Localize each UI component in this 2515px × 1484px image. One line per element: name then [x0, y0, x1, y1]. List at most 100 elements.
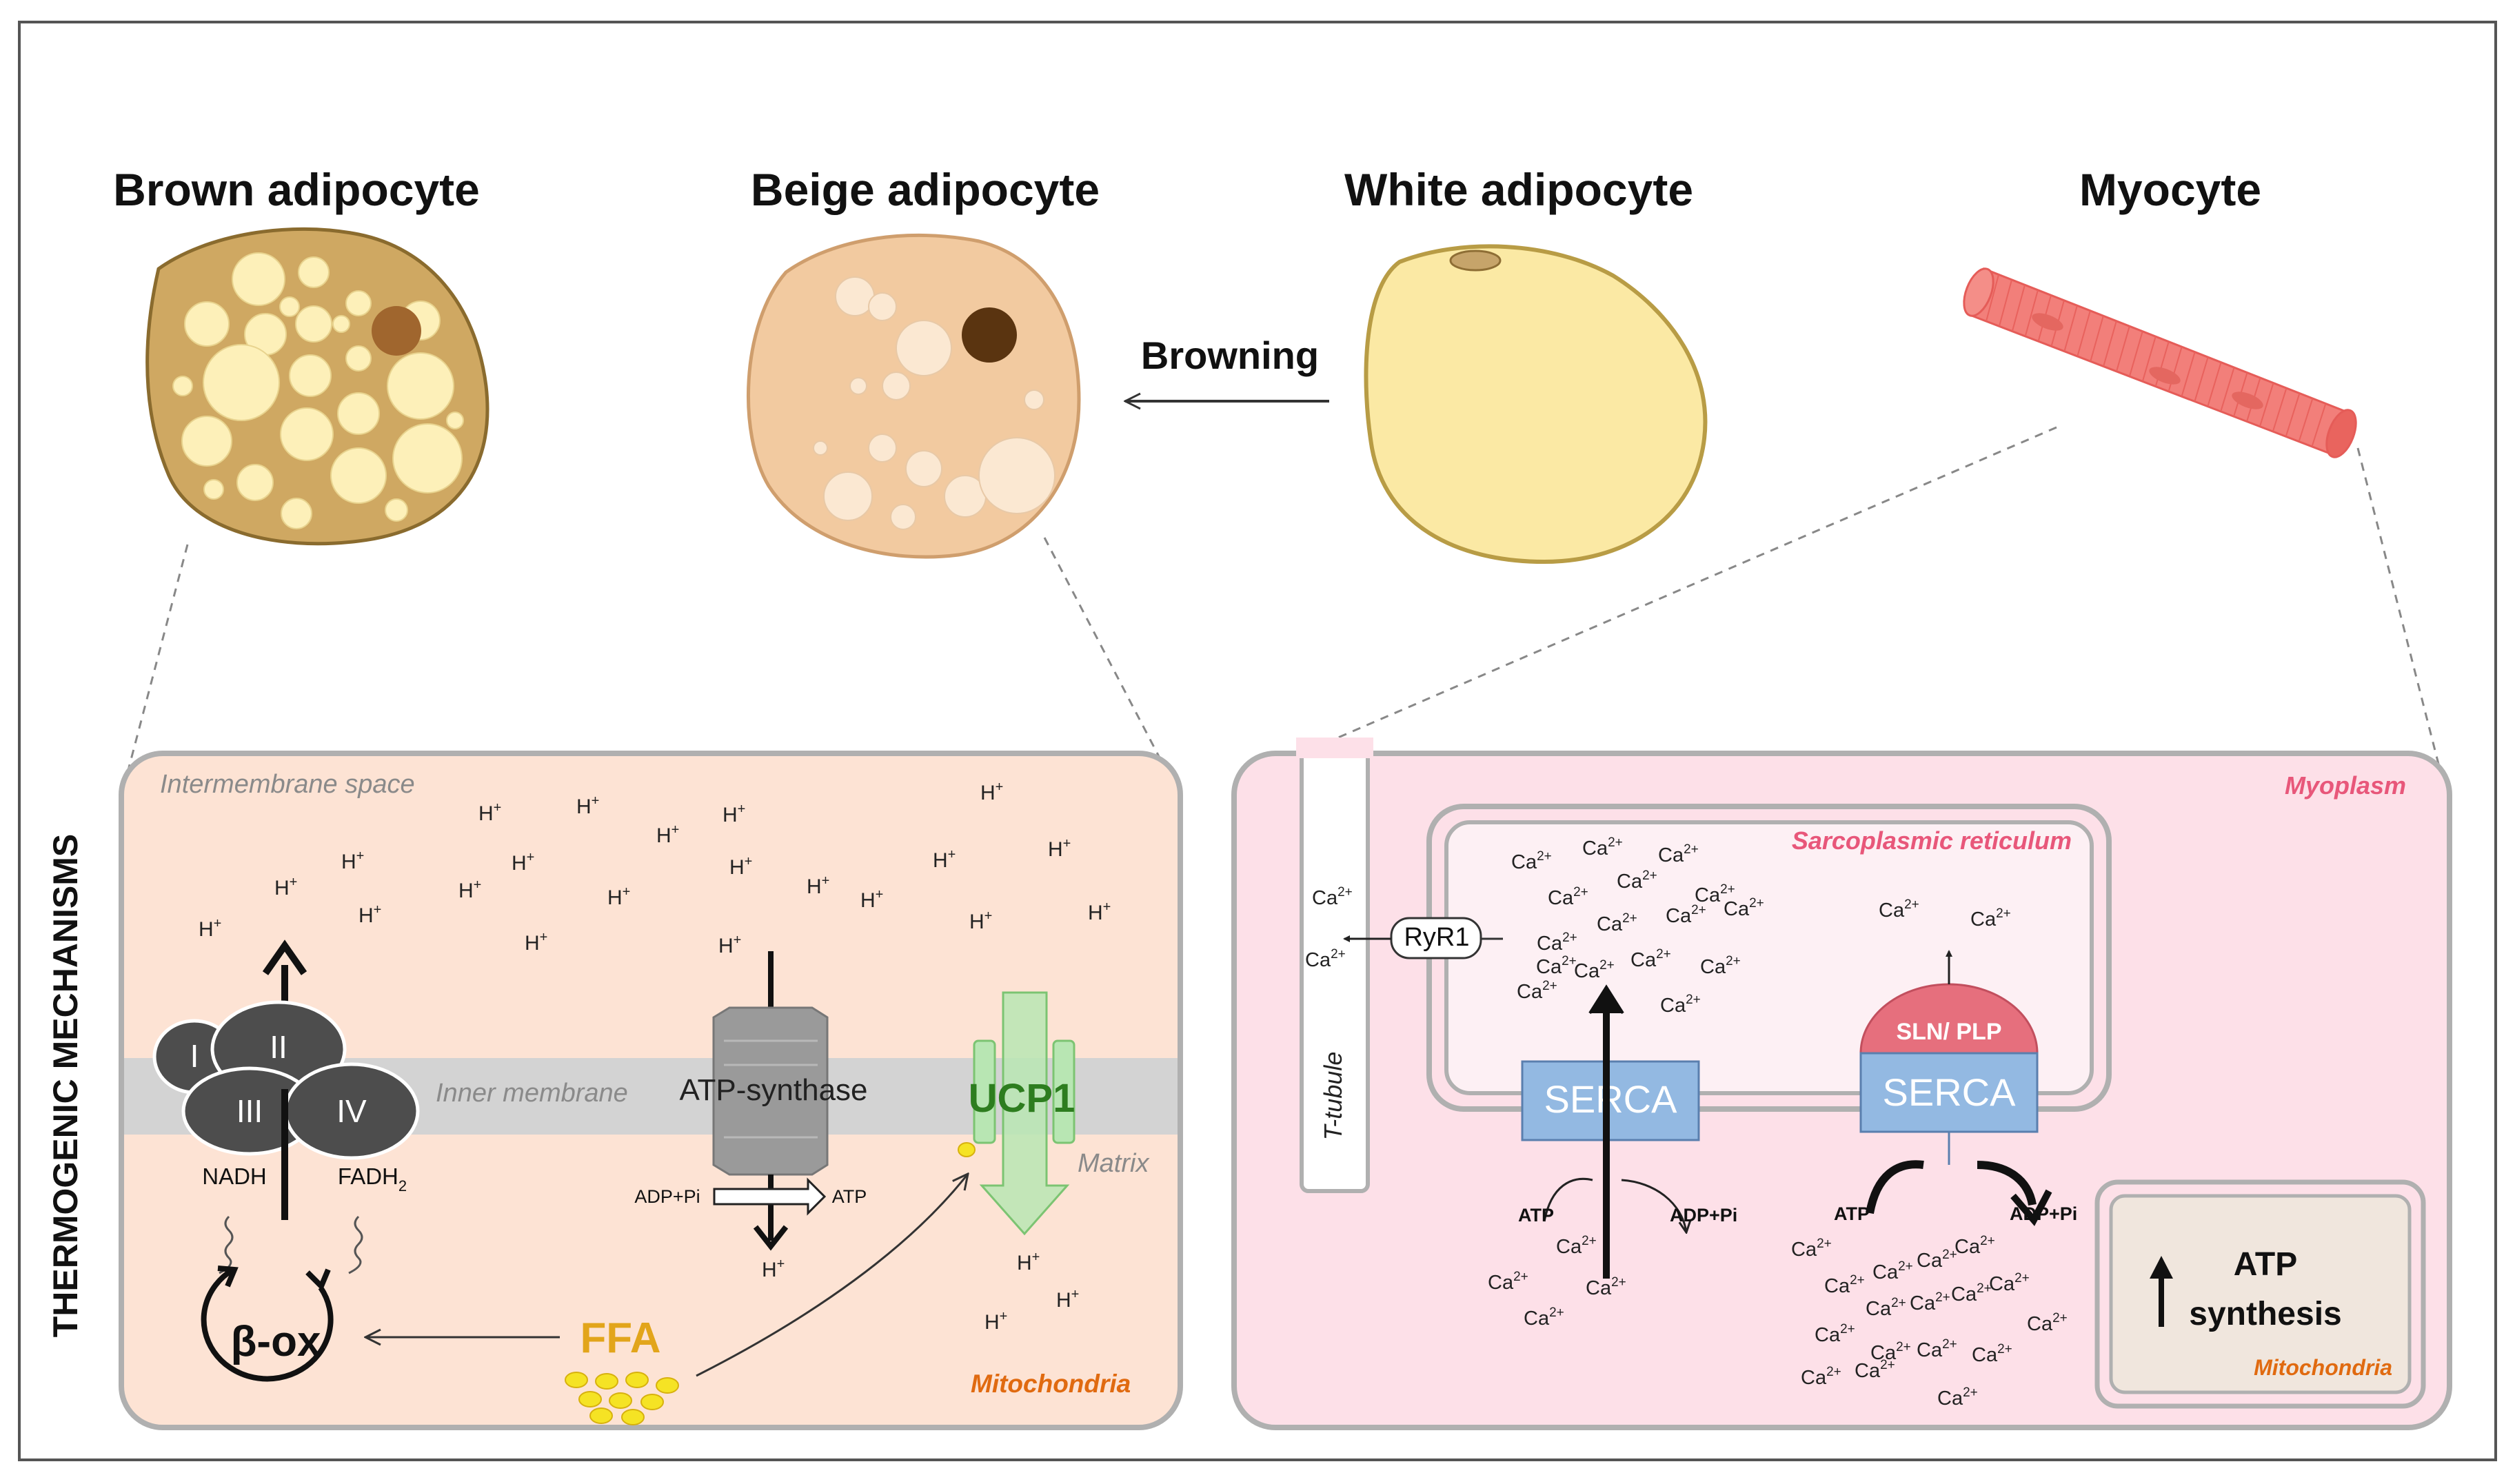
- calcium-ion-label: Ca2+: [1879, 897, 1919, 922]
- calcium-ion-label: Ca2+: [1824, 1273, 1865, 1297]
- calcium-ion-label: Ca2+: [1815, 1322, 1855, 1346]
- mitochondria-label-left: Mitochondria: [971, 1370, 1131, 1398]
- calcium-ion-label: Ca2+: [1511, 849, 1552, 873]
- proton-label: H+: [341, 848, 364, 873]
- complex-iii-label: III: [236, 1093, 263, 1129]
- calcium-ion-label: Ca2+: [1660, 993, 1701, 1017]
- proton-label: H+: [762, 1257, 785, 1281]
- browning-label: Browning: [1141, 334, 1319, 377]
- calcium-ion-label: Ca2+: [1574, 958, 1615, 982]
- white-adipocyte-cell: [1364, 244, 1708, 565]
- complex-iv-label: IV: [336, 1093, 367, 1129]
- nadh-label: NADH: [202, 1163, 267, 1189]
- serca-pump-2: SLN/ PLP SERCA ATP ADP+Pi: [1834, 950, 2077, 1226]
- calcium-ion-label: Ca2+: [1989, 1271, 2030, 1295]
- calcium-ion-label: Ca2+: [1866, 1296, 1906, 1320]
- proton-label: H+: [969, 908, 992, 933]
- myoplasm-label: Myoplasm: [2285, 771, 2406, 800]
- calcium-ion-label: Ca2+: [1305, 947, 1346, 971]
- serca-1-atp-label: ATP: [1518, 1205, 1554, 1226]
- calcium-ion-label: Ca2+: [1791, 1237, 1832, 1261]
- intermembrane-space-label: Intermembrane space: [160, 770, 415, 799]
- beige-adipocyte-cell: [746, 233, 1081, 559]
- proton-label: H+: [607, 884, 630, 909]
- myocyte-cell: [1963, 267, 2357, 458]
- white-adipocyte-title: White adipocyte: [1344, 164, 1693, 215]
- proton-label: H+: [525, 930, 547, 955]
- ucp1-channel: UCP1: [958, 991, 1075, 1236]
- proton-label: H+: [980, 780, 1003, 804]
- proton-label: H+: [458, 877, 481, 902]
- calcium-ion-label: Ca2+: [1972, 1342, 2012, 1366]
- ffa-droplets: [565, 1372, 679, 1425]
- matrix-label: Matrix: [1078, 1149, 1150, 1178]
- proton-label: H+: [718, 933, 741, 957]
- ryr1-channel: RyR1: [1343, 917, 1503, 959]
- calcium-ion-label: Ca2+: [2027, 1311, 2068, 1335]
- proton-label: H+: [199, 916, 221, 941]
- proton-label: H+: [478, 800, 501, 825]
- beige-adipocyte-title: Beige adipocyte: [751, 164, 1100, 215]
- atp-synthase: ATP-synthase ADP+Pi ATP: [634, 951, 868, 1251]
- proton-label: H+: [860, 887, 883, 912]
- atp-synthesis-label-2: synthesis: [2189, 1296, 2341, 1332]
- serca-1-label: SERCA: [1544, 1077, 1678, 1121]
- mitochondria-panel: Intermembrane space Inner membrane Matri…: [119, 751, 1183, 1430]
- calcium-ion-label: Ca2+: [1917, 1337, 1957, 1361]
- ffa-label: FFA: [580, 1314, 660, 1362]
- calcium-ion-label: Ca2+: [1488, 1270, 1528, 1294]
- calcium-ion-label: Ca2+: [1630, 947, 1671, 971]
- beta-oxidation-cycle: β-ox: [201, 1266, 334, 1382]
- calcium-ion-label: Ca2+: [1910, 1290, 1950, 1314]
- proton-label: H+: [723, 802, 745, 826]
- calcium-labels: Ca2+Ca2+Ca2+Ca2+Ca2+Ca2+Ca2+Ca2+Ca2+Ca2+…: [1305, 835, 2068, 1410]
- proton-label: H+: [807, 873, 829, 898]
- proton-label: H+: [933, 847, 956, 872]
- calcium-ion-label: Ca2+: [1937, 1385, 1978, 1410]
- fadh2-squiggle: [348, 1215, 363, 1274]
- calcium-ion-label: Ca2+: [1517, 979, 1557, 1003]
- calcium-ion-label: Ca2+: [1536, 954, 1577, 978]
- calcium-ion-label: Ca2+: [1586, 1275, 1626, 1299]
- atp-synthase-label: ATP-synthase: [679, 1073, 867, 1107]
- proton-label: H+: [1048, 836, 1071, 861]
- mitochondria-label-right: Mitochondria: [2254, 1355, 2392, 1380]
- proton-labels: H+ H+ H+ H+ H+ H+ H+ H+ H+ H+ H+ H+ H+ H+ H+ H+ H+ H+ H+ H+…: [199, 780, 1111, 1334]
- calcium-ion-label: Ca2+: [1970, 906, 2011, 931]
- calcium-ion-label: Ca2+: [1695, 882, 1735, 906]
- calcium-ion-label: Ca2+: [1617, 868, 1657, 893]
- calcium-ion-label: Ca2+: [1658, 842, 1699, 866]
- proton-label: H+: [1056, 1287, 1079, 1312]
- calcium-ion-label: Ca2+: [1666, 903, 1706, 927]
- serca-2-atp-label: ATP: [1834, 1203, 1870, 1224]
- atp-synthase-atp-label: ATP: [832, 1186, 867, 1207]
- brown-adipocyte-cell: [145, 227, 489, 546]
- brown-adipocyte-title: Brown adipocyte: [113, 164, 480, 215]
- myoplasm-panel: Myoplasm T-tubule Sarcoplasmic reticulum…: [1231, 738, 2452, 1430]
- complex-i-label: I: [190, 1038, 199, 1074]
- calcium-ion-label: Ca2+: [1955, 1234, 1995, 1258]
- ryr1-label: RyR1: [1404, 923, 1469, 952]
- calcium-ion-label: Ca2+: [1917, 1248, 1957, 1272]
- calcium-ion-label: Ca2+: [1870, 1340, 1911, 1364]
- proton-label: H+: [1017, 1250, 1040, 1274]
- calcium-ion-label: Ca2+: [1537, 931, 1577, 955]
- sarcoplasmic-reticulum-label: Sarcoplasmic reticulum: [1792, 826, 2072, 855]
- proton-label: H+: [1088, 899, 1111, 924]
- calcium-ion-label: Ca2+: [1951, 1281, 1992, 1305]
- calcium-ion-label: Ca2+: [1700, 954, 1741, 978]
- proton-label: H+: [656, 822, 679, 847]
- inner-membrane-label: Inner membrane: [436, 1079, 628, 1108]
- atp-synthesis-label-1: ATP: [2234, 1246, 2297, 1283]
- serca-1-adp-label: ADP+Pi: [1670, 1205, 1737, 1226]
- sln-plp-label: SLN/ PLP: [1896, 1019, 2001, 1045]
- proton-label: H+: [984, 1309, 1007, 1334]
- complex-ii-label: II: [270, 1029, 287, 1065]
- atp-synthase-adp-label: ADP+Pi: [634, 1186, 700, 1207]
- calcium-ion-label: Ca2+: [1872, 1259, 1913, 1283]
- serca-2-label: SERCA: [1883, 1070, 2017, 1114]
- zoom-lines: [123, 426, 2442, 786]
- beta-ox-label: β-ox: [231, 1318, 321, 1365]
- calcium-ion-label: Ca2+: [1524, 1305, 1564, 1330]
- thermogenic-mechanisms-label: THERMOGENIC MECHANISMS: [46, 834, 85, 1338]
